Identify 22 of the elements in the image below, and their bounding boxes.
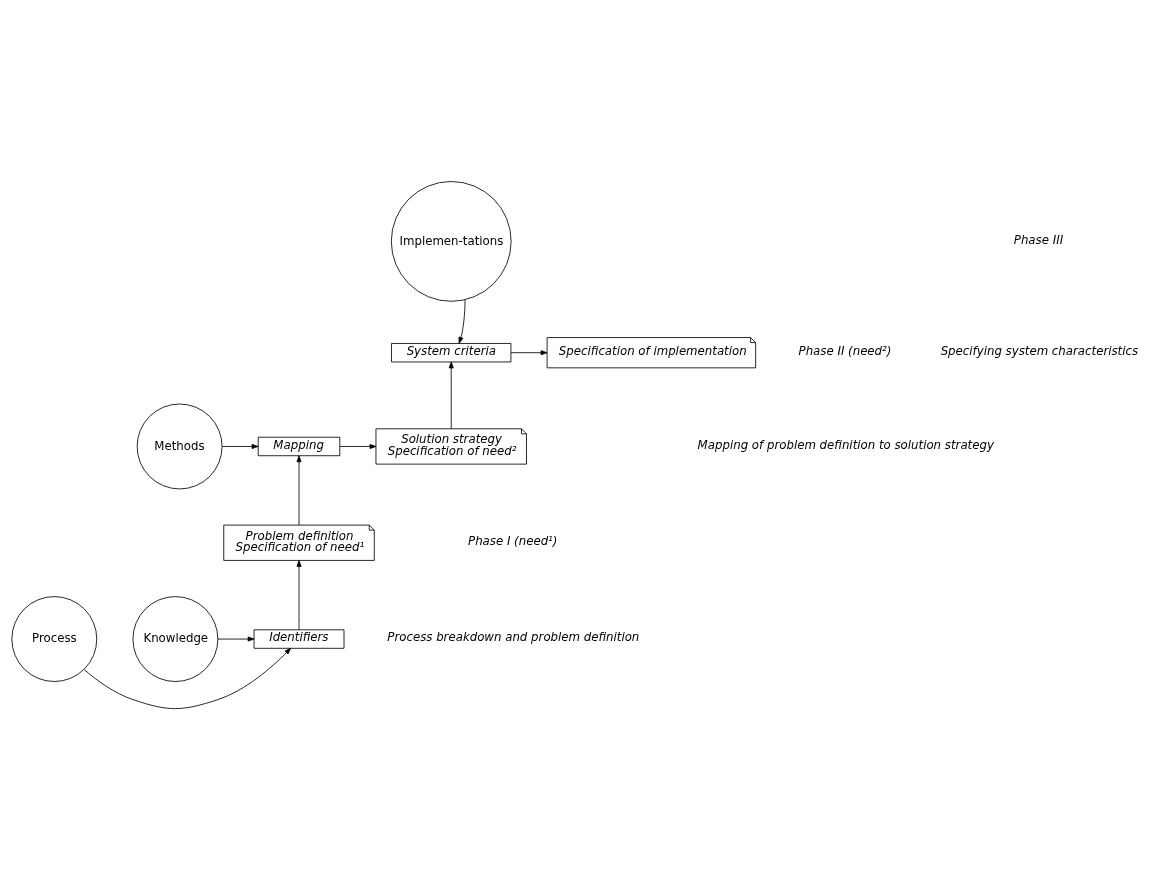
arrow [296,455,302,526]
arrow [339,444,377,449]
node-box: Mapping [257,436,341,457]
label: Specifying system characteristics [940,343,1139,358]
label: Process breakdown and problem definition [387,630,640,645]
arrow [217,636,255,642]
node-circle: Methods [136,403,223,490]
node-circle: Knowledge [132,596,219,682]
label: Phase III [1013,232,1064,247]
arrow [296,560,302,630]
arrow [458,299,466,344]
label: Phase II (need²) [798,343,892,358]
node-box: Identifiers [253,629,345,649]
label: Mapping of problem definition to solution strategy [697,437,994,452]
label: Phase I (need¹) [468,534,558,549]
node-box: System criteria [391,343,512,363]
arrow [83,647,292,710]
arrow [221,444,259,449]
node-circle: Implemen-tations [390,181,512,302]
arrow [448,361,454,430]
arrow [510,350,548,356]
node-circle: Process [11,596,98,682]
